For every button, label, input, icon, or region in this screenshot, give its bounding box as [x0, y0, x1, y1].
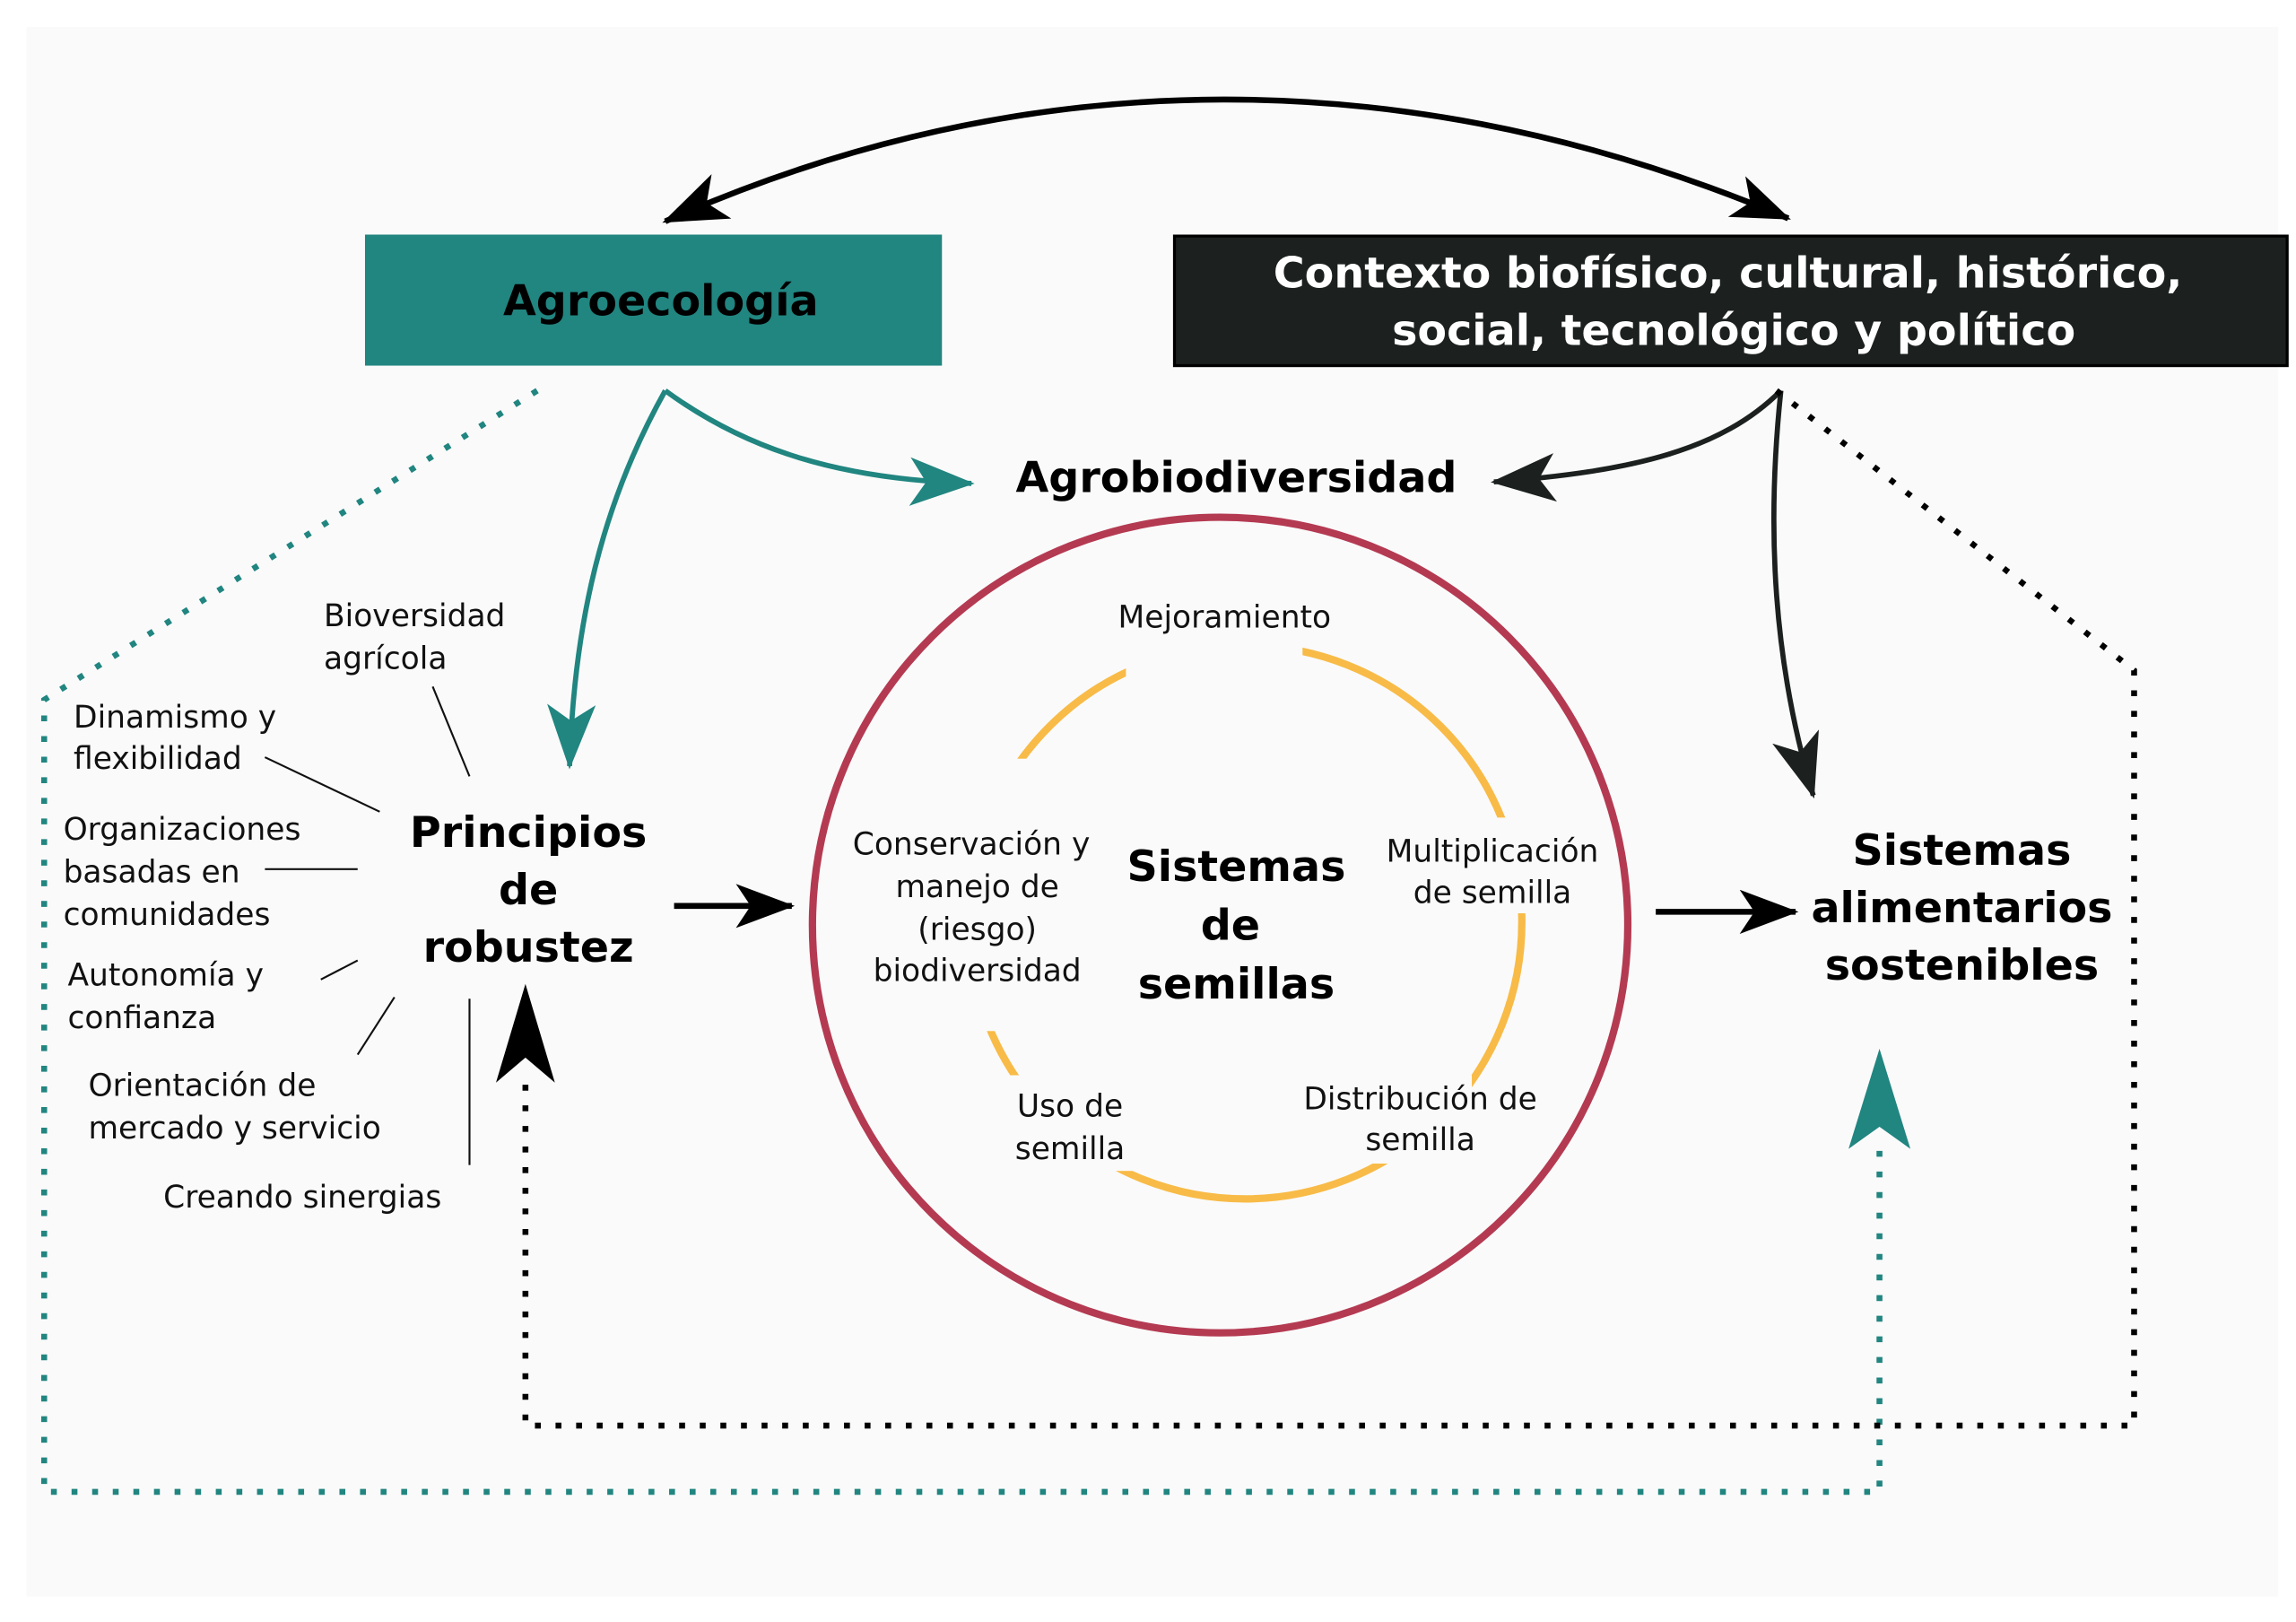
svg-text:Sistemas: Sistemas [1127, 842, 1346, 892]
svg-text:basadas en: basadas en [64, 855, 240, 891]
svg-text:Sistemas: Sistemas [1853, 826, 2072, 876]
principios-node[interactable]: Principios de robustez [410, 808, 647, 972]
cycle-uso: Uso de semilla [1015, 1088, 1126, 1167]
svg-text:(riesgo): (riesgo) [918, 912, 1037, 948]
arrow-contexto-to-sistemas-alimentarios [1770, 390, 1819, 799]
svg-text:Creando sinergias: Creando sinergias [163, 1180, 441, 1216]
principle-organizaciones: Organizaciones basadas en comunidades [64, 812, 301, 933]
arrow-agroecologia-to-principios [547, 389, 668, 770]
ring-gap-left [963, 758, 1053, 1032]
agroecologia-label: Agroecología [503, 277, 819, 327]
svg-text:biodiversidad: biodiversidad [874, 954, 1082, 990]
svg-text:de semilla: de semilla [1413, 876, 1572, 911]
svg-text:de: de [1201, 902, 1260, 951]
svg-text:Orientación de: Orientación de [88, 1068, 316, 1104]
principle-autonomia: Autonomía y confianza [67, 957, 264, 1036]
svg-text:flexibilidad: flexibilidad [74, 741, 242, 777]
contexto-label-line2: social, tecnológico y político [1392, 307, 2075, 356]
principios-line3: robustez [423, 923, 634, 972]
principle-orientacion: Orientación de mercado y servicio [88, 1068, 380, 1147]
ring-gap-bottom-left [1000, 1075, 1134, 1172]
svg-text:Distribución de: Distribución de [1303, 1081, 1536, 1117]
bidirectional-arrow-top [662, 96, 1791, 224]
principle-sinergias: Creando sinergias [163, 1180, 441, 1216]
cycle-multiplicacion: Multiplicación de semilla [1387, 834, 1599, 911]
svg-text:Organizaciones: Organizaciones [64, 812, 301, 848]
svg-text:Conservación y: Conservación y [853, 826, 1091, 862]
principle-bioversidad: Bioversidad agrícola [324, 598, 505, 677]
principios-line2: de [499, 866, 558, 915]
teal-arrowhead-up [1848, 1048, 1911, 1149]
svg-text:semilla: semilla [1015, 1131, 1126, 1167]
arrow-agroecologia-to-agrobiodiversidad [664, 388, 975, 506]
seed-systems-circle [808, 513, 1632, 1337]
cycle-distribucion: Distribución de semilla [1303, 1081, 1536, 1158]
svg-text:confianza: confianza [67, 1000, 216, 1036]
svg-text:Dinamismo y: Dinamismo y [74, 700, 276, 736]
contexto-box[interactable]: Contexto biofísico, cultural, histórico,… [1172, 234, 2289, 368]
principle-dinamismo: Dinamismo y flexibilidad [74, 700, 276, 777]
ring-gap-bottom-right [1295, 1075, 1473, 1164]
ring-gap-right [1472, 817, 1561, 914]
sistemas-semillas-node[interactable]: Sistemas de semillas [1127, 842, 1346, 1009]
arrow-contexto-to-agrobiodiversidad [1491, 388, 1783, 502]
principle-connectors [264, 685, 471, 1165]
svg-text:sostenibles: sostenibles [1825, 941, 2099, 990]
svg-text:semilla: semilla [1365, 1122, 1475, 1158]
svg-text:Uso de: Uso de [1017, 1088, 1123, 1124]
svg-text:agrícola: agrícola [324, 641, 447, 677]
agrobiodiversidad-label[interactable]: Agrobiodiversidad [1015, 454, 1457, 503]
svg-text:Multiplicación: Multiplicación [1387, 834, 1599, 870]
svg-text:semillas: semillas [1138, 960, 1335, 1009]
svg-text:manejo de: manejo de [895, 869, 1058, 905]
contexto-label-line1: Contexto biofísico, cultural, histórico, [1274, 249, 2183, 299]
principios-line1: Principios [410, 808, 647, 858]
agroecologia-box[interactable]: Agroecología [364, 234, 943, 366]
svg-text:Bioversidad: Bioversidad [324, 598, 505, 634]
black-arrowhead-up [496, 983, 555, 1083]
svg-text:alimentarios: alimentarios [1811, 884, 2112, 933]
cycle-conservacion: Conservación y manejo de (riesgo) biodiv… [853, 826, 1091, 989]
cycle-mejoramiento: Mejoramiento [1118, 600, 1332, 636]
svg-text:Autonomía y: Autonomía y [67, 957, 264, 993]
svg-text:comunidades: comunidades [64, 897, 271, 933]
svg-text:mercado y servicio: mercado y servicio [88, 1111, 380, 1147]
ring-gap-top [1126, 581, 1303, 685]
sistemas-alimentarios-node[interactable]: Sistemas alimentarios sostenibles [1811, 826, 2112, 990]
